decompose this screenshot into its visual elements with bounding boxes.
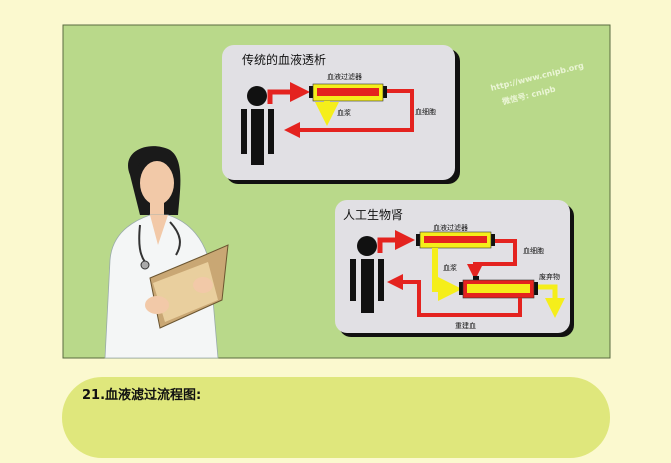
doctor-illustration <box>104 146 229 359</box>
blood-filter <box>309 83 387 102</box>
traditional-dialysis-card: 传统的血液透析 血液过滤器 血浆 血细胞 <box>222 45 460 184</box>
figure-caption: 21.血液滤过流程图: <box>82 388 202 403</box>
svg-text:废弃物: 废弃物 <box>539 272 560 281</box>
card-title: 人工生物肾 <box>343 208 403 222</box>
svg-text:血细胞: 血细胞 <box>415 107 436 116</box>
svg-text:血浆: 血浆 <box>443 263 457 272</box>
svg-text:血细胞: 血细胞 <box>523 246 544 255</box>
artificial-kidney-card: 人工生物肾 血液过滤器 血细胞 血浆 废弃物 重建血 <box>335 200 574 337</box>
svg-text:重建血: 重建血 <box>455 321 476 330</box>
card-title: 传统的血液透析 <box>242 52 326 67</box>
svg-text:血液过滤器: 血液过滤器 <box>327 72 362 81</box>
bio-kidney-unit <box>459 276 538 299</box>
svg-text:血浆: 血浆 <box>337 108 351 117</box>
blood-filter <box>416 231 495 249</box>
person-icon <box>350 236 384 313</box>
person-icon <box>241 86 274 165</box>
caption-box: 21.血液滤过流程图: <box>62 377 610 458</box>
svg-text:血液过滤器: 血液过滤器 <box>433 223 468 232</box>
